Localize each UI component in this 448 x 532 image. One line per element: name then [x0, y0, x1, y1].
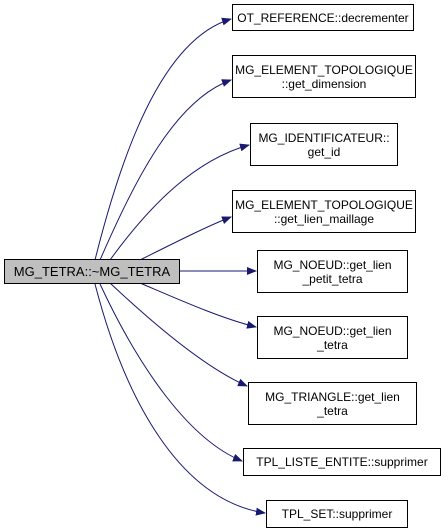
target-node-8[interactable]: TPL_SET::supprimer: [266, 500, 408, 528]
target-node-7[interactable]: TPL_LISTE_ENTITE::supprimer: [243, 448, 441, 476]
edge-6: [109, 282, 248, 387]
edge-8: [94, 283, 266, 516]
edge-0: [94, 17, 232, 261]
source-node[interactable]: MG_TETRA::~MG_TETRA: [4, 259, 180, 284]
edge-3: [139, 216, 232, 261]
edge-2: [109, 143, 250, 261]
edge-5: [139, 282, 257, 329]
target-node-6[interactable]: MG_TRIANGLE::get_lien _tetra: [248, 382, 417, 425]
target-node-3[interactable]: MG_ELEMENT_TOPOLOGIQUE ::get_lien_mailla…: [232, 190, 416, 233]
edge-1: [99, 79, 232, 261]
target-node-5[interactable]: MG_NOEUD::get_lien _tetra: [257, 316, 408, 359]
target-node-2[interactable]: MG_IDENTIFICATEUR:: get_id: [250, 123, 398, 166]
target-node-0[interactable]: OT_REFERENCE::decrementer: [232, 4, 414, 31]
target-node-1[interactable]: MG_ELEMENT_TOPOLOGIQUE ::get_dimension: [232, 55, 416, 98]
target-node-4[interactable]: MG_NOEUD::get_lien _petit_tetra: [257, 250, 408, 293]
edge-7: [99, 283, 243, 462]
